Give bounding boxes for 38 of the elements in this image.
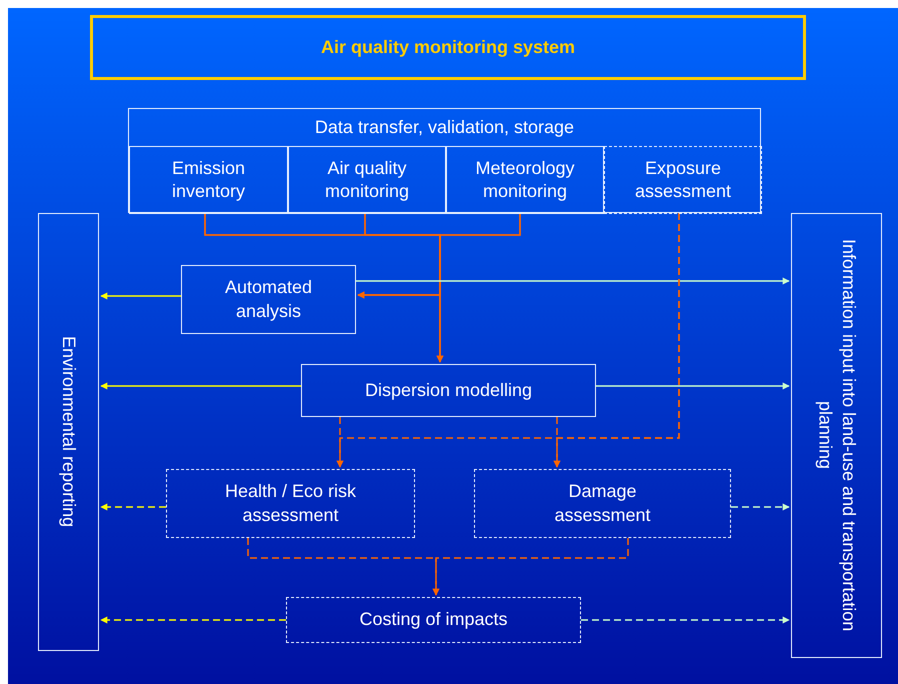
process-box bbox=[446, 146, 604, 214]
vertical-label: Information input into land-use and transportation planning bbox=[814, 238, 860, 634]
title-box bbox=[90, 15, 806, 80]
box-label: Data transfer, validation, storage bbox=[314, 116, 574, 139]
box-label: Air quality monitoring bbox=[324, 156, 410, 203]
box-label: Damage assessment bbox=[553, 480, 652, 526]
arrow bbox=[554, 213, 680, 468]
process-box bbox=[166, 469, 415, 538]
arrow bbox=[356, 278, 790, 284]
process-box bbox=[301, 364, 596, 417]
arrow bbox=[731, 504, 790, 510]
process-box bbox=[128, 108, 761, 213]
process-box bbox=[286, 597, 581, 643]
process-box bbox=[288, 146, 446, 214]
arrow bbox=[432, 538, 629, 596]
arrow bbox=[100, 382, 301, 390]
arrow bbox=[100, 616, 286, 624]
arrow bbox=[596, 382, 790, 390]
arrow bbox=[436, 213, 521, 363]
arrow bbox=[336, 417, 344, 468]
output-box bbox=[38, 213, 99, 651]
process-box bbox=[604, 146, 762, 214]
arrow bbox=[100, 292, 181, 300]
output-box bbox=[791, 213, 882, 658]
box-label: Costing of impacts bbox=[359, 608, 508, 632]
box-label: Automated analysis bbox=[224, 276, 314, 323]
box-label: Health / Eco risk assessment bbox=[224, 480, 358, 526]
vertical-label: Environmental reporting bbox=[58, 336, 80, 528]
title-text: Air quality monitoring system bbox=[320, 36, 576, 59]
process-box bbox=[129, 146, 288, 214]
arrow bbox=[581, 616, 790, 624]
arrow bbox=[100, 504, 166, 510]
box-label: Dispersion modelling bbox=[364, 378, 532, 402]
box-label: Meteorology monitoring bbox=[474, 156, 576, 203]
box-label: Emission inventory bbox=[170, 156, 246, 203]
process-box bbox=[181, 265, 356, 334]
process-box bbox=[474, 469, 731, 538]
box-label: Exposure assessment bbox=[634, 156, 732, 203]
